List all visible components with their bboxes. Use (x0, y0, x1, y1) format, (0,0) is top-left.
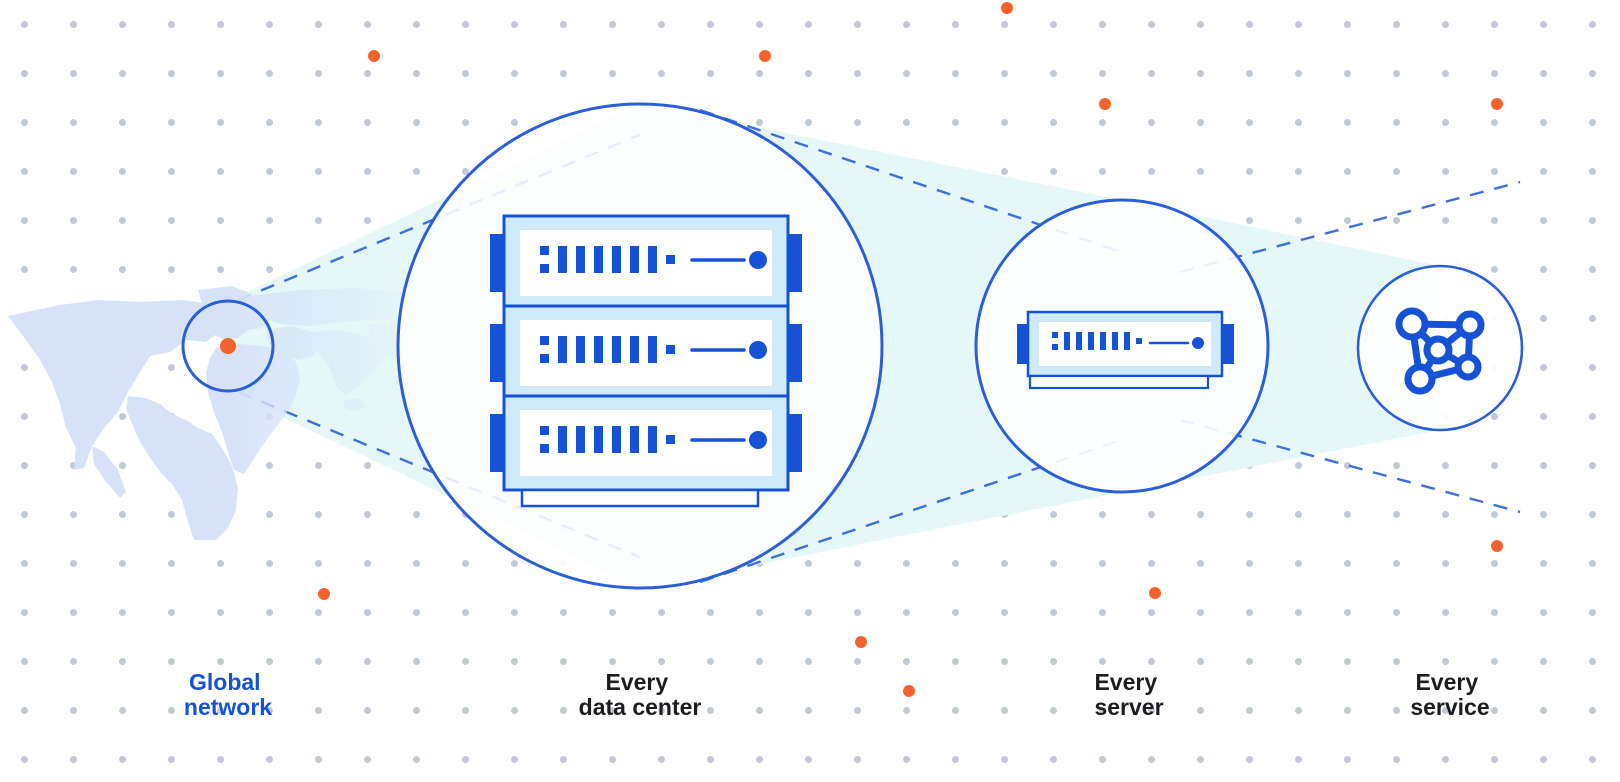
label-every-data-center-line1: Every (605, 669, 668, 695)
server-rack-base (520, 488, 760, 508)
label-global-network: Global network (184, 669, 272, 720)
cone-dash-top (699, 108, 1181, 274)
mesh-node-top-right (1455, 310, 1485, 340)
server-unit-2 (488, 304, 804, 402)
accent-dot (1001, 2, 1013, 14)
accent-dot (1491, 98, 1503, 110)
stage-every-server[interactable] (974, 198, 1270, 494)
server-unit-1 (488, 214, 804, 312)
label-every-server-line2: server (1094, 694, 1163, 720)
label-every-server: Every server (1094, 669, 1163, 720)
mesh-node-bottom-right (1454, 353, 1482, 381)
accent-dot (759, 50, 771, 62)
accent-dot (903, 685, 915, 697)
network-mesh-nodes (1395, 307, 1485, 395)
accent-dot (368, 50, 380, 62)
accent-dot (855, 636, 867, 648)
global-network-circle (181, 299, 275, 393)
orange-accent-dots (318, 2, 1503, 697)
label-every-service-line1: Every (1415, 669, 1478, 695)
label-global-network-line2: network (184, 694, 272, 720)
label-every-server-line1: Every (1094, 669, 1157, 695)
label-every-service-line2: service (1410, 694, 1489, 720)
stage-labels: Global network Every data center Every s… (184, 669, 1490, 720)
accent-dot (1491, 540, 1503, 552)
label-global-network-line1: Global (189, 669, 261, 695)
mesh-node-top-left (1395, 307, 1429, 341)
cone-dash-bottom (699, 418, 1181, 584)
cone-dash-top (237, 108, 701, 302)
accent-dot (1099, 98, 1111, 110)
cone-dash-bottom (237, 390, 701, 584)
server-rack (488, 214, 804, 508)
server-unit-3 (488, 394, 804, 492)
accent-dot (318, 588, 330, 600)
single-server-unit (1015, 310, 1236, 378)
global-network-marker-dot (220, 338, 236, 354)
stage-every-service[interactable] (1356, 264, 1524, 432)
label-every-data-center-line2: data center (579, 694, 702, 720)
label-every-data-center: Every data center (579, 669, 702, 720)
single-server-base (1028, 374, 1210, 390)
stage-every-data-center[interactable] (396, 102, 884, 590)
accent-dot (1149, 587, 1161, 599)
mesh-node-bottom-left (1404, 363, 1436, 395)
stage-global-network[interactable] (181, 299, 275, 393)
mesh-node-center (1423, 335, 1453, 365)
label-every-service: Every service (1410, 669, 1489, 720)
